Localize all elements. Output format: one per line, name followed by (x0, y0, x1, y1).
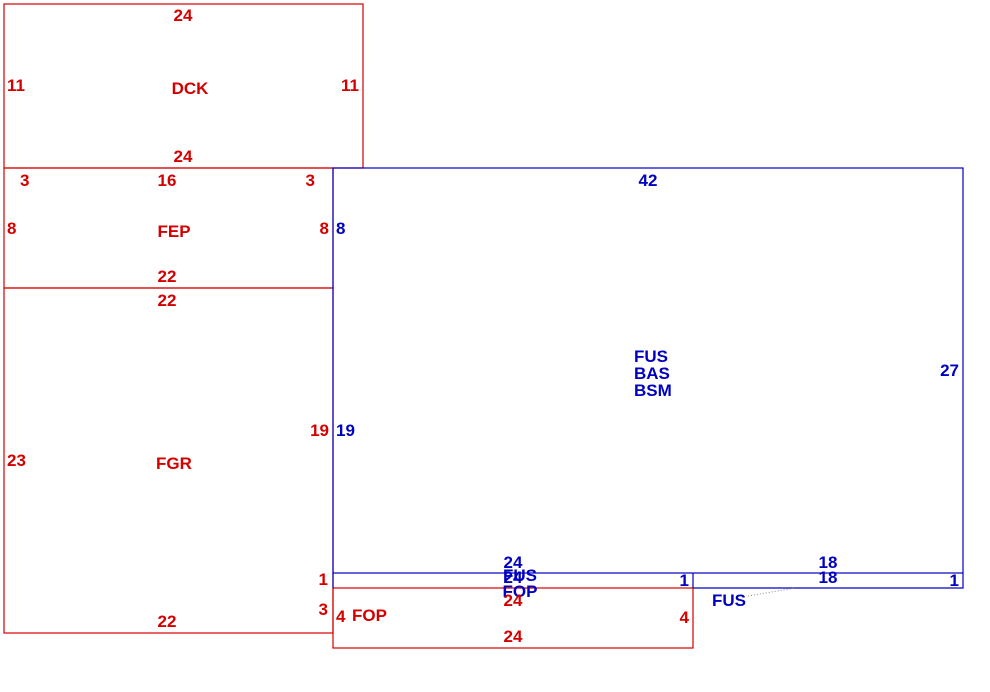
fep-top-dim: 16 (158, 171, 177, 190)
fus-strip-top-left-dim: 24 (504, 568, 523, 587)
fus-left-upper-dim: 8 (336, 219, 345, 238)
dck-right-dim: 11 (341, 76, 359, 95)
fgr-right-lower-dim-2: 3 (319, 600, 328, 619)
fus-strip-right-mid-dim: 1 (680, 571, 689, 590)
fep-right-dim: 8 (320, 219, 329, 238)
fus-strip-top-right-dim: 18 (819, 568, 838, 587)
fep-bottom-dim: 22 (158, 267, 177, 286)
dck-bottom-dim: 24 (174, 147, 193, 166)
fus-callout-label: FUS (712, 591, 746, 610)
dck-label: DCK (172, 79, 210, 98)
fgr-left-dim: 23 (7, 451, 26, 470)
fgr-right-dim: 19 (310, 421, 329, 440)
fop-label: FOP (352, 606, 387, 625)
fop-outline (332, 587, 694, 649)
fus-strip-outline (332, 573, 964, 589)
dck-top-dim: 24 (174, 6, 193, 25)
fgr-right-lower-dim-1: 1 (319, 570, 328, 589)
fop-right-dim: 4 (680, 608, 690, 627)
fus-strip-right-end-dim: 1 (950, 571, 959, 590)
fgr-label: FGR (156, 454, 192, 473)
fop-top-dim: 24 (504, 591, 523, 610)
fop-label-overlap: FOP (503, 582, 538, 601)
dck-left-dim: 11 (7, 76, 25, 95)
fus-top-dim: 42 (639, 171, 658, 190)
fep-top-right-dim: 3 (306, 171, 315, 190)
fus-label-bas: BAS (634, 364, 670, 383)
fop-bottom-dim: 24 (504, 627, 523, 646)
fus-bottom-left-dim: 24 (504, 553, 523, 572)
fus-strip-label: FUS (503, 566, 537, 585)
fus-label-fus: FUS (634, 347, 668, 366)
fus-label-bsm: BSM (634, 381, 672, 400)
fus-left-lower-dim: 19 (336, 421, 355, 440)
fus-main-outline (332, 167, 964, 574)
fep-label: FEP (157, 222, 190, 241)
callout-leader-line (747, 587, 796, 597)
fus-right-dim: 27 (940, 361, 959, 380)
fus-bottom-right-dim: 18 (819, 553, 838, 572)
fep-left-dim: 8 (7, 219, 16, 238)
fgr-bottom-dim: 22 (158, 612, 177, 631)
fop-left-dim: 4 (336, 607, 346, 626)
fgr-top-dim: 22 (158, 291, 177, 310)
fep-top-left-dim: 3 (20, 171, 29, 190)
